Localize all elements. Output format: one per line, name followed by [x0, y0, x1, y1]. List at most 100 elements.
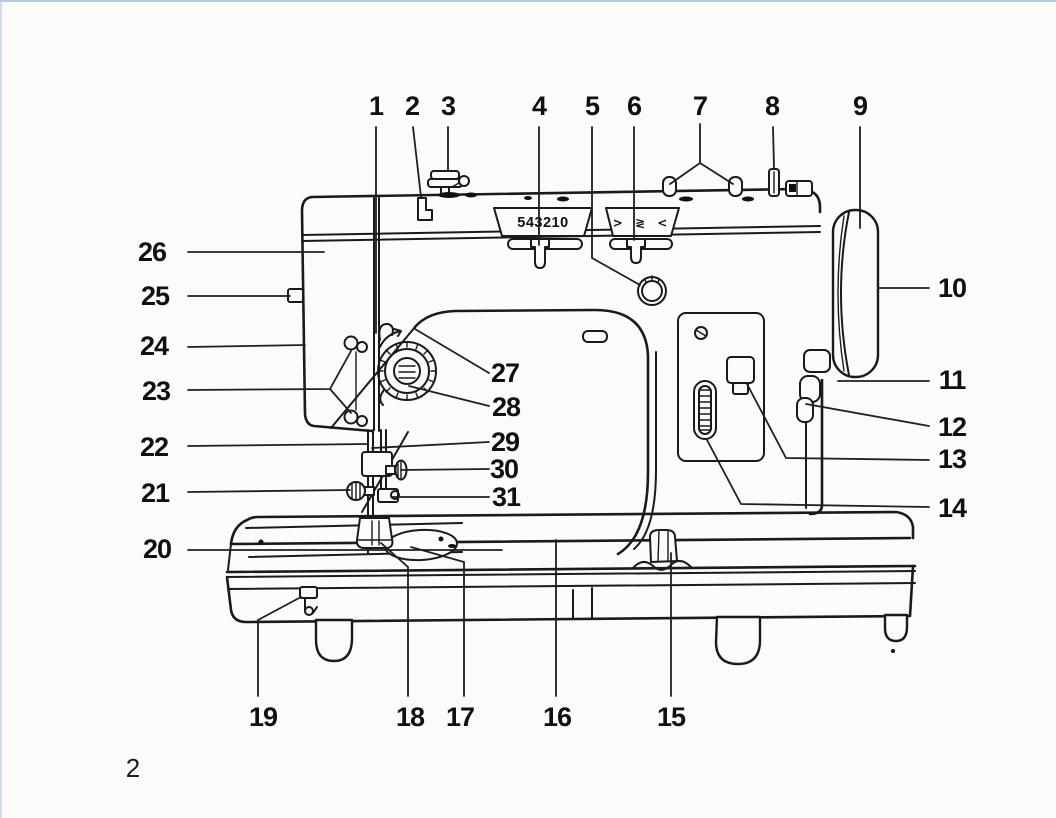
part-number-9: 9 — [853, 91, 868, 121]
presser-foot — [355, 517, 394, 549]
scan-edge-left — [0, 0, 2, 818]
leader-line-2 — [412, 126, 422, 198]
leader-line-23 — [329, 388, 352, 414]
leader-line-19 — [257, 596, 302, 697]
leader-line-21 — [187, 489, 351, 493]
part-number-3: 3 — [441, 91, 456, 121]
part-number-8: 8 — [765, 91, 780, 121]
needle-position-knob — [637, 275, 667, 306]
callout-28: 28 — [408, 385, 522, 422]
callout-26: 26 — [138, 237, 325, 267]
callout-13: 13 — [746, 383, 968, 474]
bed-feet — [314, 613, 909, 666]
callout-7: 7 — [669, 91, 734, 185]
needle-plate — [384, 528, 458, 562]
callout-18: 18 — [380, 542, 426, 732]
top-fittings — [417, 168, 813, 221]
part-number-27: 27 — [491, 358, 519, 388]
part-number-13: 13 — [938, 444, 967, 474]
leader-line-5 — [591, 126, 641, 286]
part-number-31: 31 — [492, 482, 521, 512]
tension-dial — [377, 328, 437, 406]
leader-line-14 — [706, 439, 930, 508]
part-number-6: 6 — [627, 91, 642, 121]
pillar-side-panel — [677, 312, 765, 462]
leader-line-23 — [187, 350, 352, 391]
callout-11: 11 — [837, 365, 967, 395]
callout-30: 30 — [400, 454, 519, 484]
scan-speck — [891, 649, 895, 653]
stitch-width-symbols: > ≷ < — [613, 216, 672, 230]
leader-line-7 — [669, 123, 701, 185]
part-number-30: 30 — [490, 454, 518, 484]
part-number-18: 18 — [396, 702, 425, 732]
part-number-29: 29 — [491, 427, 520, 457]
leader-line-17 — [410, 546, 465, 697]
leader-line-22 — [187, 443, 369, 447]
callout-22: 22 — [140, 432, 369, 462]
callout-3: 3 — [441, 91, 457, 172]
part-number-16: 16 — [543, 702, 572, 732]
callout-17: 17 — [410, 546, 475, 732]
part-number-14: 14 — [938, 493, 967, 523]
callout-12: 12 — [805, 403, 967, 442]
stitch-width-window — [605, 207, 680, 264]
callout-9: 9 — [853, 91, 869, 229]
callout-20: 20 — [143, 534, 503, 564]
callout-27: 27 — [414, 328, 520, 388]
thread-guide-clips — [343, 335, 368, 427]
scan-edge-top — [0, 0, 1056, 2]
callout-25: 25 — [141, 281, 291, 311]
callout-21: 21 — [141, 478, 351, 508]
stitch-length-window — [493, 207, 593, 269]
leader-line-7 — [699, 162, 734, 185]
part-number-12: 12 — [938, 412, 966, 442]
part-number-4: 4 — [532, 91, 547, 121]
part-number-24: 24 — [140, 331, 169, 361]
hand-wheel — [796, 208, 880, 423]
leader-line-24 — [187, 344, 306, 348]
part-number-5: 5 — [585, 91, 600, 121]
part-number-25: 25 — [141, 281, 170, 311]
part-number-21: 21 — [141, 478, 170, 508]
part-number-19: 19 — [249, 702, 278, 732]
callout-2: 2 — [405, 91, 422, 198]
part-number-11: 11 — [939, 365, 967, 395]
part-number-7: 7 — [693, 91, 707, 121]
part-number-23: 23 — [142, 376, 171, 406]
face-cover — [287, 195, 416, 513]
callout-29: 29 — [371, 427, 521, 457]
stitch-length-scale: 543210 — [517, 215, 568, 231]
callout-16: 16 — [543, 539, 573, 732]
part-number-15: 15 — [657, 702, 686, 732]
leader-line-13 — [746, 383, 930, 461]
callout-1: 1 — [369, 91, 385, 334]
leader-line-8 — [772, 126, 775, 169]
callout-23: 23 — [142, 350, 352, 414]
callout-5: 5 — [585, 91, 641, 286]
leader-line-12 — [805, 403, 930, 427]
callout-8: 8 — [765, 91, 781, 169]
leader-line-18 — [380, 542, 409, 697]
callout-15: 15 — [657, 552, 687, 732]
free-arm-bed — [225, 510, 917, 624]
callout-4: 4 — [532, 91, 548, 246]
part-number-22: 22 — [140, 432, 168, 462]
callout-24: 24 — [140, 331, 306, 361]
pillar-foot-and-seam-guide-screw — [632, 529, 692, 571]
part-number-26: 26 — [138, 237, 167, 267]
part-number-20: 20 — [143, 534, 171, 564]
page-number: 2 — [126, 753, 140, 783]
callout-6: 6 — [627, 91, 643, 241]
part-number-17: 17 — [446, 702, 474, 732]
leader-line-30 — [400, 468, 490, 471]
part-number-1: 1 — [369, 91, 384, 121]
callout-14: 14 — [706, 439, 968, 523]
callout-31: 31 — [390, 482, 522, 512]
leader-line-29 — [371, 441, 490, 449]
part-number-28: 28 — [492, 392, 521, 422]
part-number-2: 2 — [405, 91, 419, 121]
